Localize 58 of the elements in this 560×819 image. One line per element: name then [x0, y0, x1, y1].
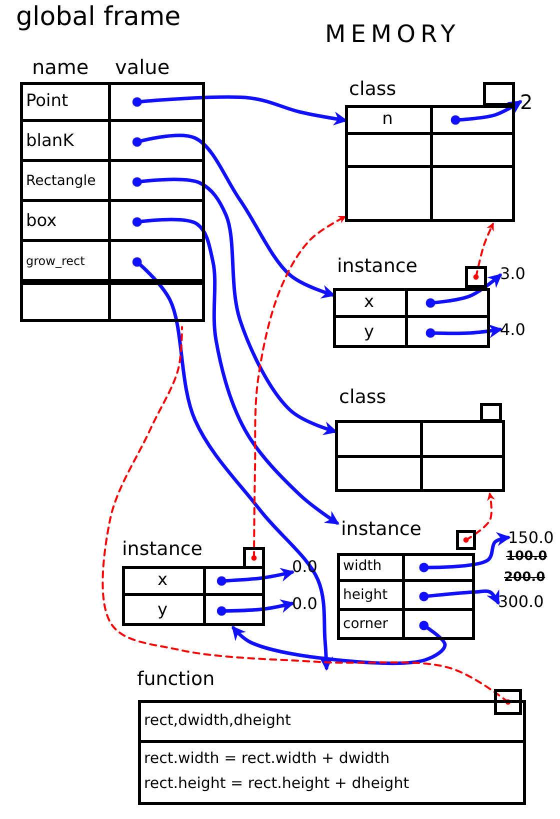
field-name: y [362, 322, 376, 342]
arrow [232, 620, 447, 666]
object-heading: instance [341, 518, 422, 540]
crossed-out-value: 100.0 [506, 549, 548, 564]
field-name: Rectangle [26, 172, 96, 188]
column-heading: value [115, 55, 170, 79]
memory-object [335, 386, 507, 494]
arrow [132, 177, 338, 436]
dashed-arrow [463, 492, 495, 543]
arrow [132, 217, 340, 525]
field-name: corner [343, 616, 388, 632]
memory-object [345, 78, 517, 224]
value-text: 300.0 [498, 592, 544, 611]
object-heading: class [349, 78, 396, 100]
value-text: 3.0 [500, 264, 526, 283]
field-name: rect,dwidth,dheight [144, 711, 291, 729]
arrow [132, 134, 336, 298]
type-tag-box [494, 689, 522, 715]
object-heading: function [137, 668, 215, 690]
field-name: height [343, 587, 388, 603]
arrow [216, 568, 295, 586]
arrow [216, 599, 295, 616]
type-tag-box [480, 403, 502, 422]
code-line: rect.width = rect.width + dwidth [144, 749, 390, 767]
field-name: blanK [26, 130, 74, 150]
field-name: n [381, 108, 394, 128]
value-text: 4.0 [500, 320, 526, 339]
arrow [450, 100, 522, 125]
object-heading: instance [122, 538, 202, 560]
object-heading: global frame [16, 2, 181, 32]
field-name: Point [26, 90, 68, 110]
value-text: 2 [520, 90, 533, 114]
value-text: 0.0 [292, 594, 318, 613]
arrow [132, 257, 334, 671]
arrow [419, 589, 500, 605]
field-name: x [156, 570, 169, 590]
field-name: x [362, 292, 376, 312]
dashed-arrow [251, 216, 346, 561]
column-heading: name [32, 55, 89, 79]
field-name: grow_rect [26, 254, 85, 268]
field-name: y [156, 600, 169, 620]
object-heading: class [339, 386, 386, 408]
type-tag-box [465, 266, 487, 288]
object-heading: instance [337, 255, 418, 277]
arrow [426, 324, 503, 338]
value-text: 150.0 [508, 528, 554, 547]
arrow [132, 95, 348, 126]
arrow [426, 274, 502, 308]
type-tag-box [243, 547, 265, 569]
arrow [419, 532, 511, 572]
field-name: box [26, 210, 57, 230]
type-tag-box [483, 82, 515, 106]
type-tag-box [456, 530, 476, 550]
field-name: width [343, 558, 382, 574]
dashed-arrow [473, 222, 494, 280]
memory-heading: MEMORY [325, 20, 460, 48]
crossed-out-value: 200.0 [504, 570, 546, 585]
code-line: rect.height = rect.height + dheight [144, 774, 410, 792]
